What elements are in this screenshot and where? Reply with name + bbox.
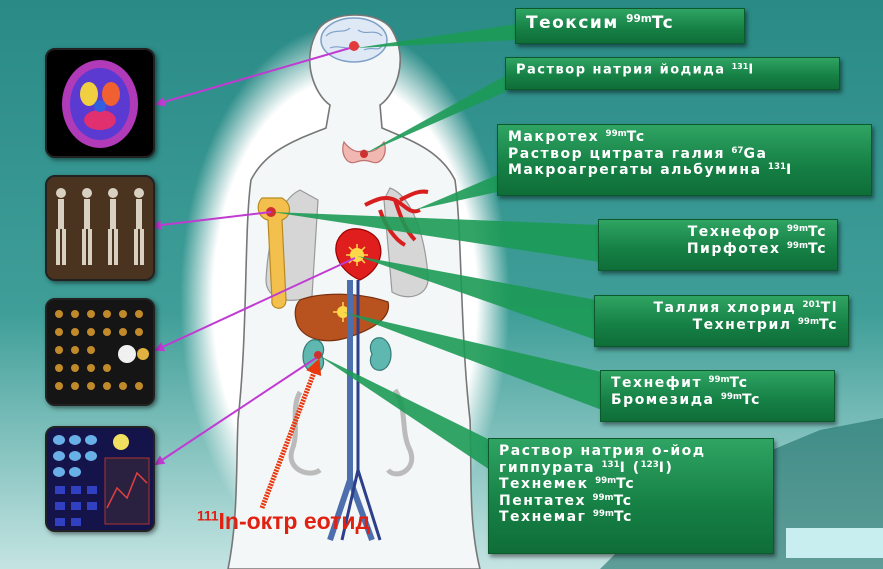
isotope-mass: 99m bbox=[626, 13, 652, 25]
renal-scan-image bbox=[47, 428, 153, 530]
octreotide-label: 111In-октр еотид bbox=[197, 508, 370, 535]
renal-scintigraphy-thumbnail[interactable] bbox=[45, 426, 155, 532]
isotope-element: I bbox=[748, 62, 754, 77]
brain-pet-scan-thumbnail[interactable] bbox=[45, 48, 155, 158]
label-heart-agents: Таллия хлорид 201Tl Технетрил 99mTc bbox=[594, 295, 849, 347]
label-kidney-agents: Раствор натрия о-йод гиппурата 131I (123… bbox=[488, 438, 774, 554]
octreotide-text: In-октр еотид bbox=[219, 508, 371, 534]
whole-body-bone-scan-thumbnail[interactable] bbox=[45, 175, 155, 281]
label-lung-agents: Макротех 99mTc Раствор цитрата галия 67G… bbox=[497, 124, 872, 196]
bone-scan-image bbox=[47, 177, 153, 279]
corner-highlight bbox=[786, 528, 883, 558]
drug-name: Теоксим bbox=[526, 13, 619, 33]
isotope-mass: 111 bbox=[197, 509, 219, 524]
brain-icon bbox=[321, 18, 387, 62]
label-bone-agents: Технефор 99mTc Пирфотех 99mTc bbox=[598, 219, 838, 271]
label-teoksim: Теоксим 99mTc bbox=[515, 8, 745, 44]
myocardial-perfusion-thumbnail[interactable] bbox=[45, 298, 155, 406]
label-liver-agents: Технефит 99mTc Бромезида 99mTc bbox=[600, 370, 835, 422]
drug-name: Раствор натрия йодида bbox=[516, 62, 726, 77]
brain-pet-scan-image bbox=[47, 50, 153, 156]
label-iodide: Раствор натрия йодида 131I bbox=[505, 57, 840, 90]
isotope-mass: 131 bbox=[732, 62, 749, 71]
myocardial-slices-image bbox=[47, 300, 153, 404]
isotope-element: Tc bbox=[652, 13, 674, 33]
